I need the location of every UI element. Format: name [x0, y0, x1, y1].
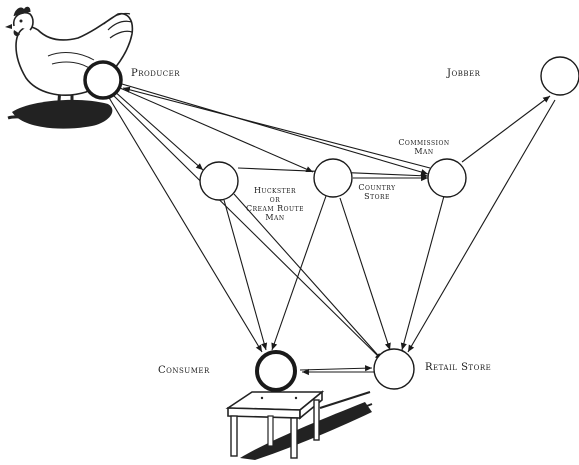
label-huckster-line2: or [269, 195, 281, 204]
arrow-producer-country [119, 87, 314, 173]
table-illustration [225, 390, 373, 460]
label-consumer: Consumer [158, 365, 210, 376]
arrow-commission-retail [400, 195, 445, 351]
arrow-commission-producer [122, 86, 431, 169]
arrow-country-consumer [271, 195, 327, 351]
arrow-consumer-retail [299, 365, 373, 372]
label-commission-man: Commission Man [384, 138, 464, 156]
arrow-country-retail [339, 197, 391, 351]
arrow-huckster-consumer [223, 199, 268, 351]
arrow-jobber-retail [407, 99, 556, 353]
node-jobber [540, 56, 579, 96]
node-producer [83, 60, 123, 100]
nodes [83, 56, 579, 392]
label-retail-store: Retail Store [425, 362, 492, 373]
arrow-producer-retail [111, 93, 383, 361]
node-commission [427, 158, 467, 198]
flow-arrows [107, 83, 556, 376]
label-huckster-line1: Huckster [253, 186, 297, 195]
label-country-line2: Store [364, 192, 390, 201]
label-producer: Producer [131, 68, 180, 79]
arrow-producer-commission [121, 83, 429, 175]
arrow-producer-consumer [107, 95, 263, 353]
node-consumer [255, 350, 297, 392]
label-jobber: Jobber [447, 68, 481, 79]
label-country-line1: Country [358, 183, 396, 192]
arrow-commission-jobber [461, 95, 551, 163]
node-country [313, 158, 353, 198]
arrow-huckster-retail [233, 193, 385, 363]
label-huckster: Huckster or Cream Route Man [240, 186, 310, 222]
label-country-store: Country Store [354, 183, 400, 201]
node-huckster [199, 161, 239, 201]
arrow-producer-huckster [112, 89, 204, 171]
node-retail [373, 348, 415, 390]
label-huckster-line3: Cream Route [246, 204, 304, 213]
label-commission-line2: Man [414, 147, 434, 156]
label-commission-line1: Commission [398, 138, 450, 147]
label-huckster-line4: Man [265, 213, 285, 222]
